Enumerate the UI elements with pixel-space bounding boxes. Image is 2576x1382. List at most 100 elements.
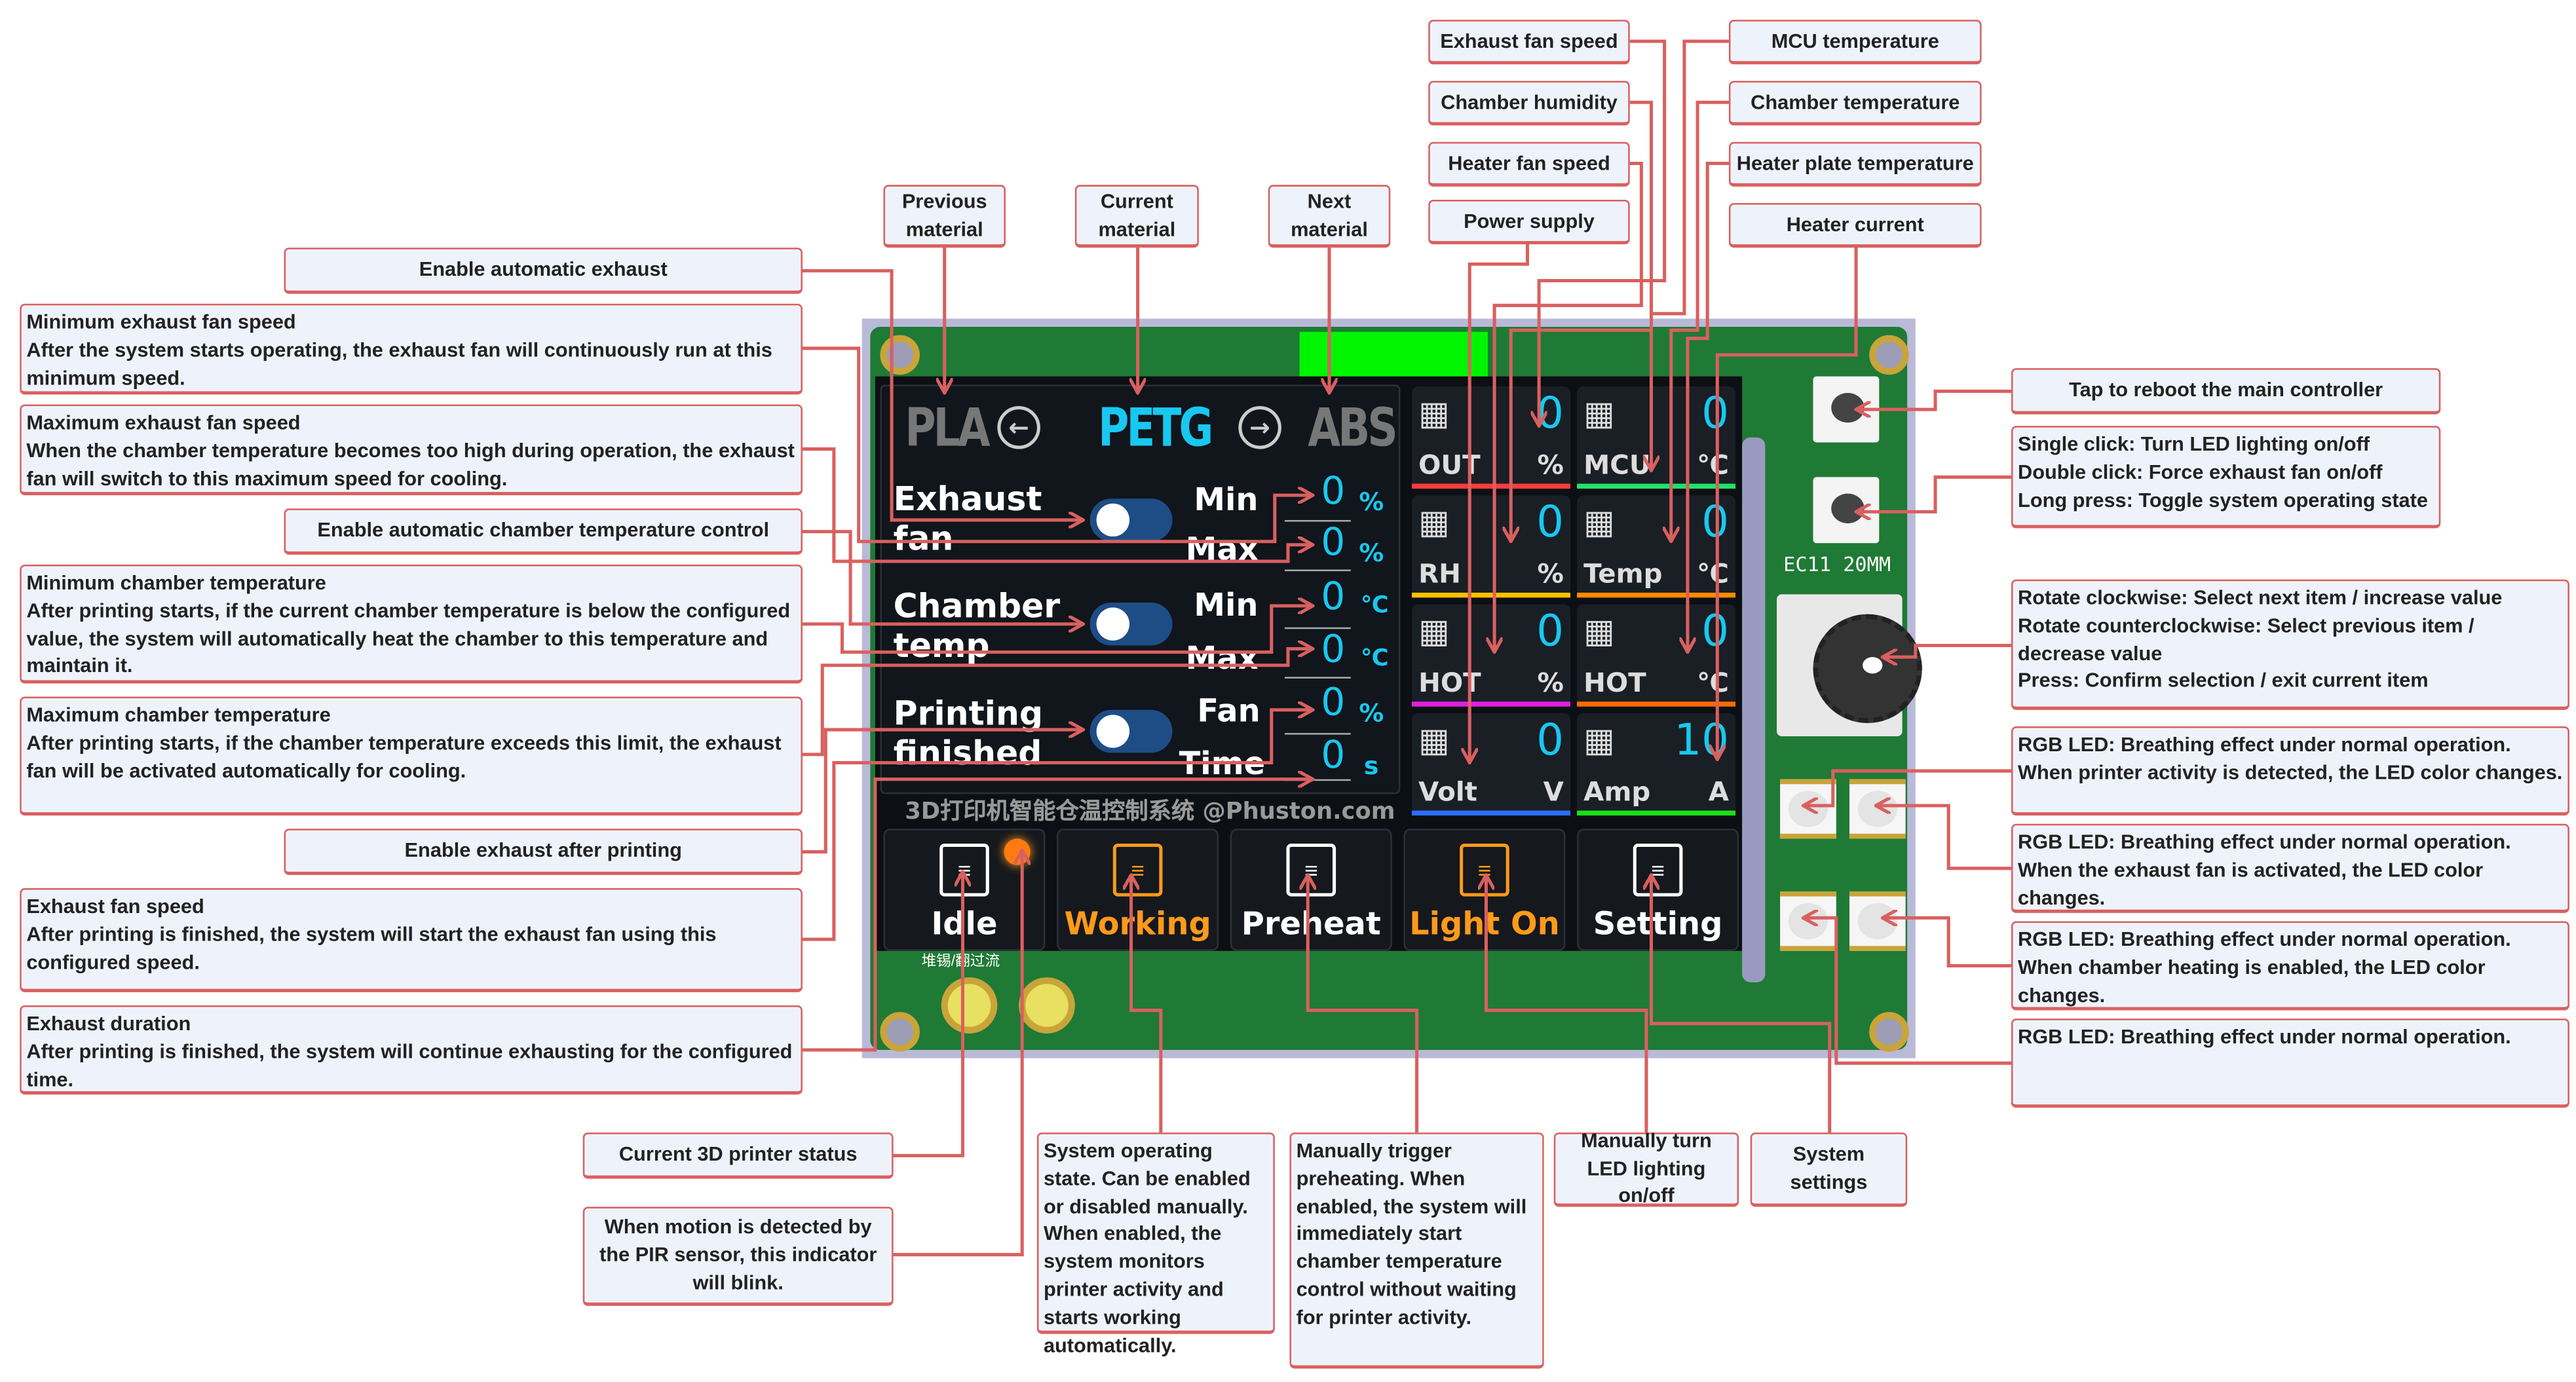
- label-left-3: Enable automatic chamber temperature con…: [284, 508, 803, 555]
- label-body: After printing is finished, the system w…: [26, 922, 717, 974]
- label-title: Exhaust fan speed: [26, 895, 204, 918]
- button-setting[interactable]: ≡Setting: [1577, 829, 1739, 951]
- chip-icon: ▦: [1583, 392, 1615, 433]
- unit: ℃: [1360, 645, 1389, 672]
- label-led: Manually turn LED lighting on/off: [1553, 1129, 1739, 1208]
- leader-line: [1494, 162, 1643, 652]
- row-label: Chamber temp: [893, 586, 1061, 665]
- exhaust-max-value[interactable]: 0: [1321, 521, 1346, 565]
- button-label: Working: [1064, 906, 1211, 943]
- finished-time-value[interactable]: 0: [1321, 734, 1346, 778]
- leader-line: [1486, 875, 1648, 1133]
- mounting-hole: [1869, 1012, 1909, 1052]
- label-chamber-humidity: Chamber humidity: [1428, 81, 1630, 126]
- label-current-material: Current material: [1074, 185, 1199, 248]
- label-left-6: Enable exhaust after printing: [284, 829, 803, 875]
- fan-label: Fan: [1197, 693, 1260, 730]
- leader-line: [802, 447, 1313, 563]
- chamber-max-value[interactable]: 0: [1321, 629, 1346, 672]
- screen-edge: [1742, 437, 1766, 982]
- tile-name: HOT: [1583, 667, 1646, 699]
- button-preheat[interactable]: ≡Preheat: [1230, 829, 1392, 951]
- label-title: Exhaust duration: [26, 1012, 191, 1036]
- tile-rh: ▦ RH 0 %: [1412, 495, 1570, 598]
- tile-name: MCU: [1583, 449, 1651, 481]
- leader-line: [802, 530, 1083, 624]
- label-title: Enable automatic exhaust: [419, 257, 668, 281]
- heater-fan-icon: ▦: [1418, 610, 1450, 651]
- screen-footer: 3D打印机智能仓温控制系统 @Phuston.com: [905, 798, 1395, 826]
- arrow-left-icon[interactable]: ←: [997, 406, 1040, 449]
- unit: %: [1359, 487, 1384, 517]
- mounting-hole: [880, 1012, 920, 1052]
- leader-line: [1652, 39, 1729, 470]
- tile-value: 0: [1536, 498, 1564, 548]
- leader-line: [802, 730, 1083, 854]
- chamber-toggle[interactable]: [1089, 602, 1173, 646]
- tile-unit: V: [1543, 775, 1564, 808]
- exhaust-toggle[interactable]: [1089, 498, 1173, 542]
- label-heater-fan-speed: Heater fan speed: [1428, 141, 1630, 187]
- leader-line: [1856, 389, 2011, 409]
- tile-unit: ℃: [1697, 667, 1729, 699]
- button-working[interactable]: ≡Working: [1057, 829, 1219, 951]
- next-material[interactable]: ABS: [1308, 396, 1398, 459]
- leader-line: [1856, 475, 2011, 512]
- leader-line: [1717, 246, 1858, 760]
- leader-line: [1882, 643, 2011, 658]
- label-title: Minimum exhaust fan speed: [26, 310, 296, 334]
- unit: s: [1363, 751, 1379, 781]
- droplets-icon: ▦: [1418, 502, 1450, 542]
- unit: %: [1359, 538, 1384, 569]
- leader-line: [1882, 918, 2011, 968]
- label-rgb-2: RGB LED: Breathing effect under normal o…: [2011, 823, 2569, 913]
- tile-unit: %: [1537, 449, 1564, 481]
- finished-fan-value[interactable]: 0: [1321, 681, 1346, 725]
- label-operating-state: System operating state. Can be enabled o…: [1036, 1132, 1275, 1356]
- previous-material[interactable]: PLA: [905, 396, 990, 459]
- leader-line: [802, 606, 1313, 654]
- pad-silkscreen: 堆锡/翻过流: [921, 952, 1000, 969]
- label-chamber-temperature: Chamber temperature: [1728, 81, 1982, 126]
- label-body: After printing is finished, the system w…: [26, 1039, 793, 1091]
- leader-line: [802, 269, 1083, 520]
- leader-line: [802, 346, 1313, 544]
- function-button[interactable]: [1813, 477, 1880, 544]
- label-body: After printing starts, if the chamber te…: [26, 731, 782, 782]
- label-title: Maximum exhaust fan speed: [26, 411, 301, 434]
- tile-unit: %: [1537, 667, 1564, 699]
- tile-value: 0: [1536, 716, 1564, 766]
- finished-toggle[interactable]: [1089, 709, 1173, 753]
- label-printer-status: Current 3D printer status: [582, 1132, 894, 1179]
- bolt-icon: ▦: [1418, 719, 1450, 760]
- button-label: Preheat: [1241, 906, 1381, 943]
- tile-value: 0: [1701, 389, 1729, 439]
- leader-line: [1308, 875, 1419, 1133]
- tile-temp: ▦ Temp 0 ℃: [1577, 495, 1736, 598]
- label-body: After printing starts, if the current ch…: [26, 599, 791, 678]
- exhaust-min-value[interactable]: 0: [1321, 470, 1346, 514]
- label-settings: System settings: [1750, 1132, 1908, 1207]
- button-label: Setting: [1593, 906, 1723, 943]
- max-label: Max: [1185, 640, 1259, 674]
- leader-line: [1469, 244, 1529, 762]
- leader-line: [1131, 875, 1163, 1133]
- leader-line: [1688, 162, 1729, 652]
- label-function-button: Single click: Turn LED lighting on/off D…: [2011, 426, 2441, 529]
- arrow-right-icon[interactable]: →: [1238, 406, 1281, 449]
- tile-hot: ▦ HOT 0 ℃: [1577, 604, 1736, 707]
- leader-line: [893, 872, 963, 1157]
- leader-line: [893, 850, 1023, 1257]
- chamber-min-value[interactable]: 0: [1321, 576, 1346, 620]
- leader-line: [802, 649, 1313, 756]
- unit: %: [1359, 698, 1384, 728]
- label-rgb-3: RGB LED: Breathing effect under normal o…: [2011, 921, 2569, 1011]
- mounting-hole: [880, 335, 920, 375]
- label-title: Enable exhaust after printing: [404, 838, 682, 862]
